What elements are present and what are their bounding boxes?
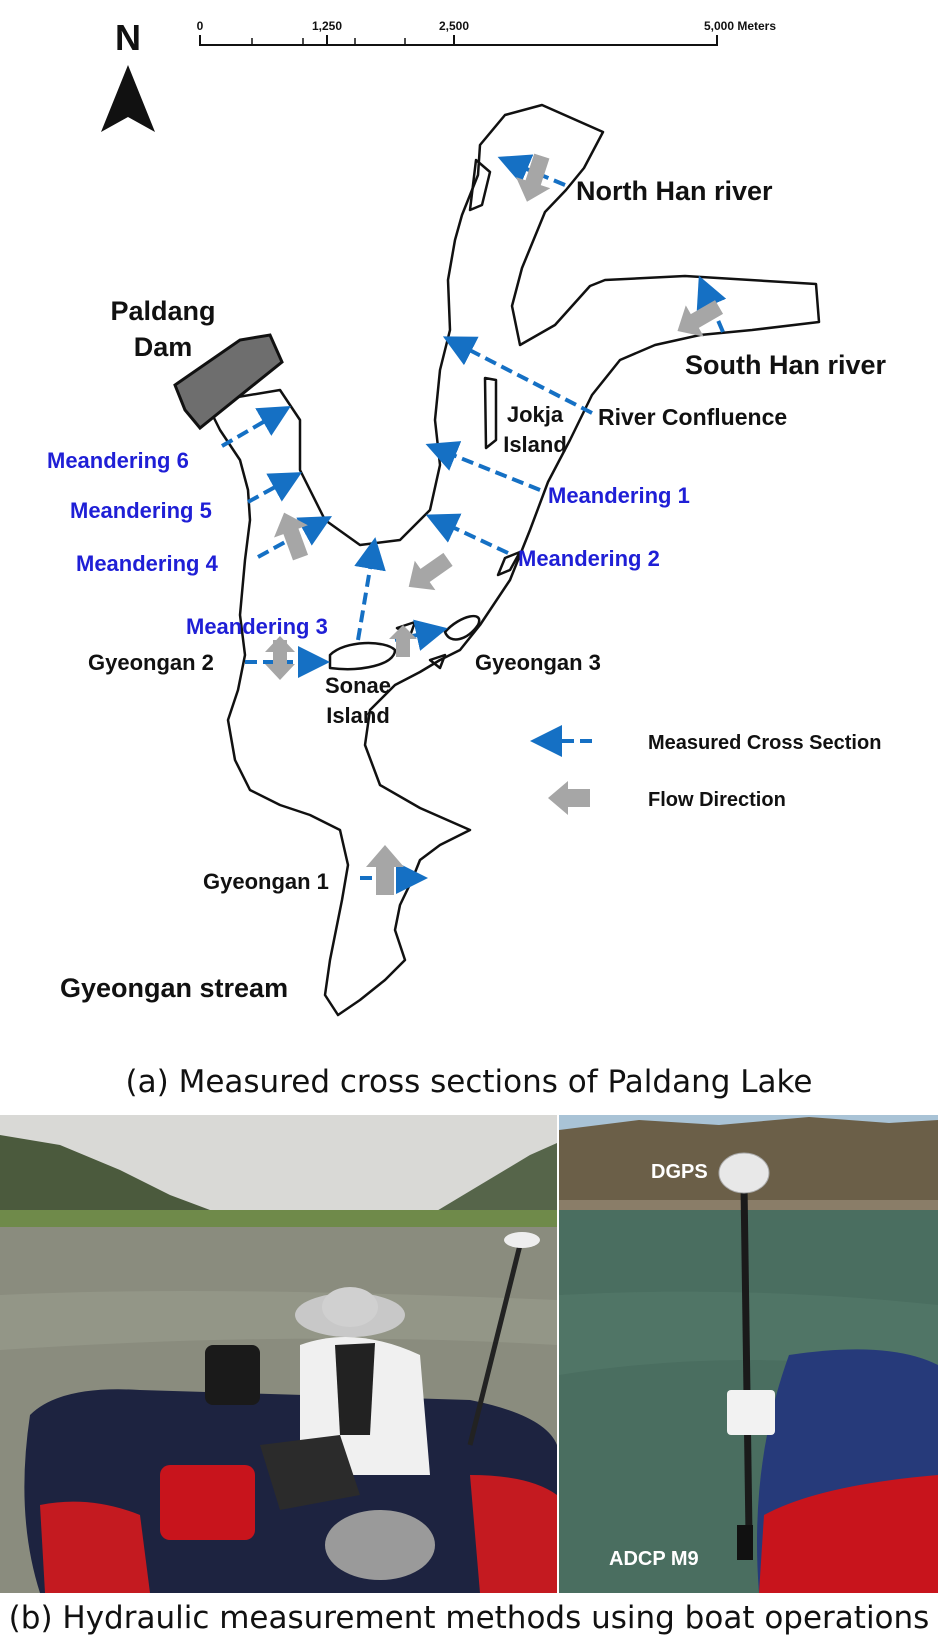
label-meandering-5: Meandering 5 (70, 498, 212, 523)
lake-outline (208, 103, 821, 1017)
flow-arrows (265, 153, 724, 895)
legend: Measured Cross Section Flow Direction (530, 725, 881, 815)
label-meandering-4: Meandering 4 (76, 551, 219, 576)
scale-tick-5000: 5,000 Meters (704, 19, 776, 33)
legend-cross-section-label: Measured Cross Section (648, 732, 881, 754)
cross-section-confluence (442, 336, 593, 415)
flow-arrow-north-han (516, 153, 551, 202)
flow-arrow-center (408, 552, 453, 591)
label-gyeongan-stream: Gyeongan stream (60, 973, 288, 1003)
label-meandering-6: Meandering 6 (47, 448, 189, 473)
cross-section-meandering-1 (425, 441, 541, 492)
label-sonae-line2: Island (326, 703, 390, 728)
label-south-han: South Han river (685, 350, 887, 380)
paldang-dam (173, 333, 284, 431)
cross-section-meandering-2 (425, 513, 509, 555)
label-meandering-2: Meandering 2 (518, 546, 660, 571)
flow-arrow-gyeongan-2-up (265, 636, 295, 652)
flow-arrow-south-han (677, 300, 724, 337)
caption-a: (a) Measured cross sections of Paldang L… (125, 1064, 813, 1100)
cross-section-north-han (497, 154, 566, 187)
lake-map: N 0 1,250 2,500 5,000 Meters (47, 17, 887, 1017)
cross-section-meandering-3 (354, 537, 386, 641)
scale-tick-2500: 2,500 (439, 19, 469, 33)
scale-tick-1250: 1,250 (312, 19, 342, 33)
label-gyeongan-3: Gyeongan 3 (475, 650, 601, 675)
photo-dgps-adcp: DGPS ADCP M9 (559, 1115, 938, 1593)
label-dam-line1: Paldang (110, 296, 215, 326)
label-gyeongan-1: Gyeongan 1 (203, 869, 329, 894)
label-sonae-line1: Sonae (325, 673, 391, 698)
cross-section-meandering-5 (247, 472, 303, 504)
legend-flow-label: Flow Direction (648, 789, 786, 811)
photo-boat-operator (0, 1115, 557, 1593)
cross-sections (220, 154, 727, 894)
north-arrow-icon (101, 65, 155, 132)
flow-arrow-gyeongan-3 (389, 625, 417, 657)
north-arrow: N (101, 17, 155, 132)
flow-arrow-gyeongan-1 (366, 845, 404, 895)
north-label: N (115, 17, 141, 58)
photos-row: DGPS ADCP M9 (0, 1115, 938, 1593)
adcp-label: ADCP M9 (609, 1548, 699, 1570)
scale-bar: 0 1,250 2,500 5,000 Meters (197, 19, 776, 46)
label-dam-line2: Dam (134, 332, 193, 362)
label-meandering-1: Meandering 1 (548, 483, 690, 508)
legend-flow-swatch (548, 781, 590, 815)
caption-b: (b) Hydraulic measurement methods using … (8, 1600, 930, 1636)
dgps-label: DGPS (651, 1161, 708, 1183)
flow-arrow-meandering-4 (274, 512, 309, 561)
label-gyeongan-2: Gyeongan 2 (88, 650, 214, 675)
scale-tick-0: 0 (197, 19, 204, 33)
label-north-han: North Han river (576, 176, 773, 206)
label-jokja-line2: Island (503, 432, 567, 457)
label-jokja-line1: Jokja (507, 402, 564, 427)
flow-arrow-gyeongan-2 (265, 640, 295, 680)
label-meandering-3: Meandering 3 (186, 614, 328, 639)
cross-section-meandering-6 (220, 405, 291, 448)
label-confluence: River Confluence (598, 404, 787, 430)
